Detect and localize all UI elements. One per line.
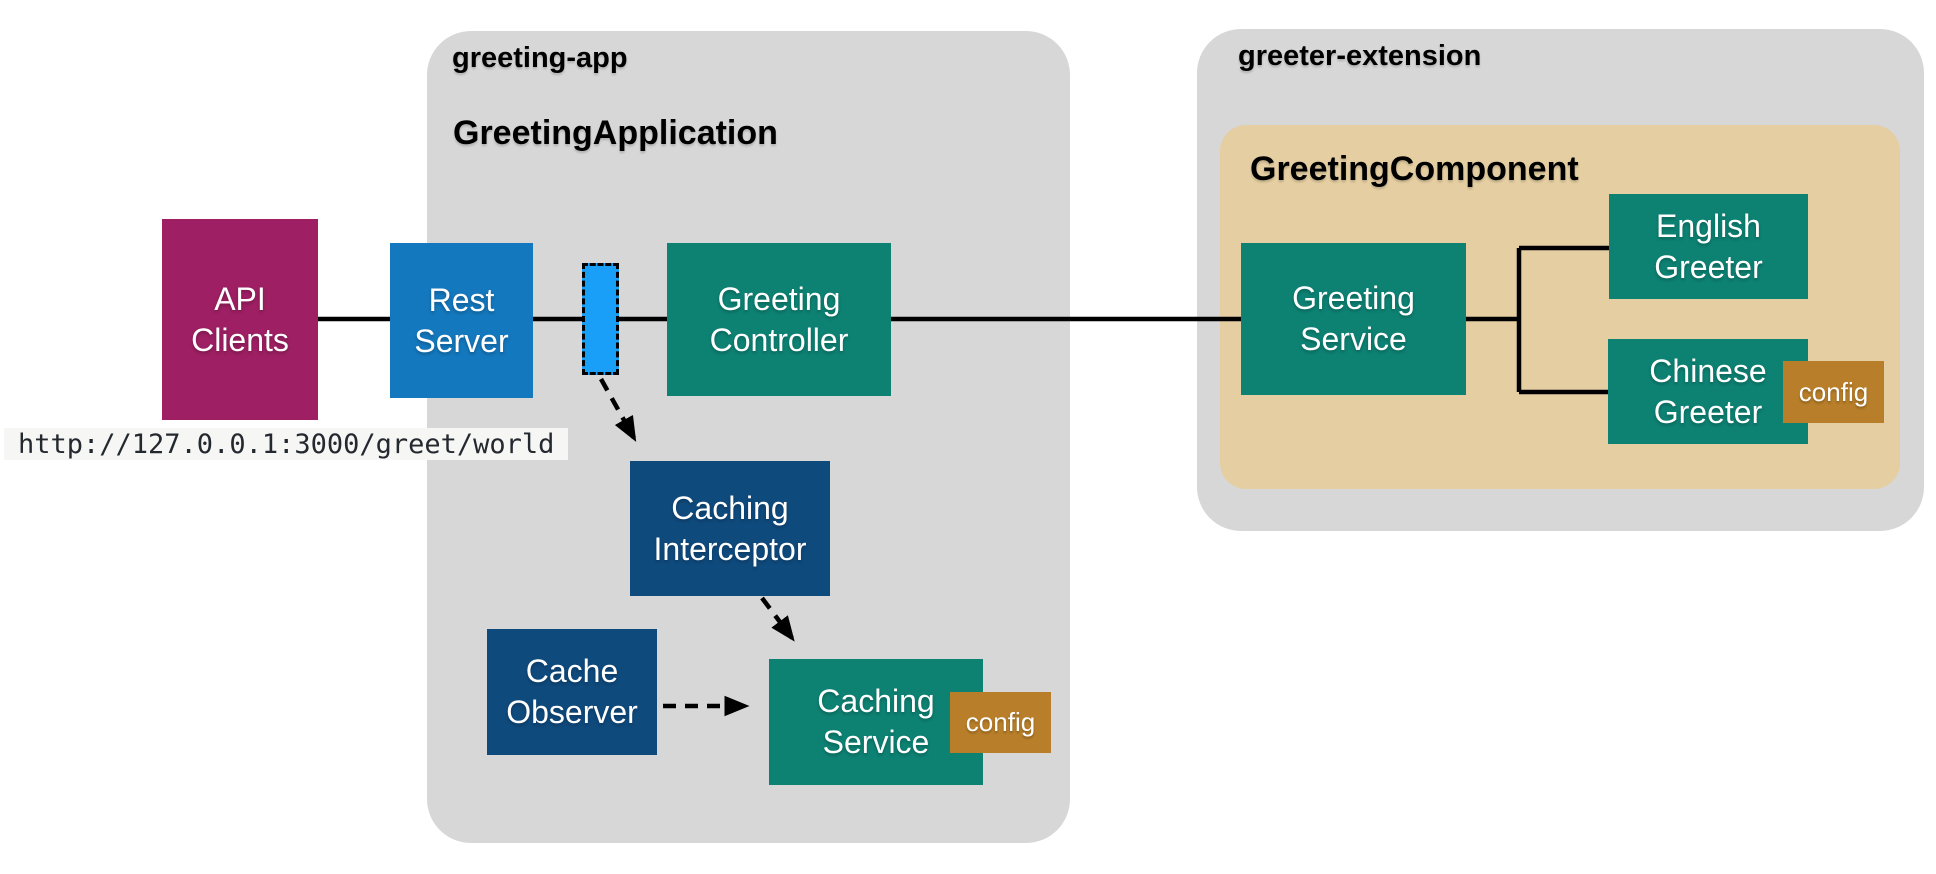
caching-interceptor-label: Caching Interceptor: [653, 489, 807, 567]
node-greeting-service: Greeting Service: [1241, 243, 1466, 395]
node-greeting-controller: Greeting Controller: [667, 243, 891, 396]
greeting-controller-label: Greeting Controller: [709, 280, 849, 358]
request-url-chip: http://127.0.0.1:3000/greet/world: [4, 428, 569, 460]
greeting-service-label: Greeting Service: [1292, 280, 1415, 357]
node-cache-observer: Cache Observer: [487, 629, 657, 755]
node-english-greeter: English Greeter: [1609, 194, 1808, 299]
caching-service-config-badge: config: [950, 692, 1051, 753]
caching-service-label: Caching Service: [817, 683, 935, 760]
caching-service-config-badge-label: config: [965, 707, 1036, 737]
greeting-app-package-label: greeting-app: [452, 42, 628, 74]
greeting-application-title: GreetingApplication: [453, 114, 778, 152]
node-caching-service: Caching Service: [769, 659, 983, 785]
node-chinese-greeter: Chinese Greeter: [1608, 339, 1808, 444]
english-greeter-label: English Greeter: [1654, 207, 1763, 285]
cache-observer-label: Cache Observer: [506, 653, 638, 730]
rest-server-label: Rest Server: [414, 281, 509, 359]
node-caching-interceptor: Caching Interceptor: [630, 461, 830, 596]
greeting-component-title: GreetingComponent: [1250, 150, 1579, 188]
greeter-extension-package-label: greeter-extension: [1238, 40, 1482, 72]
node-api-clients: API Clients: [162, 219, 318, 420]
chinese-greeter-config-badge: config: [1783, 361, 1884, 423]
request-url-label: http://127.0.0.1:3000/greet/world: [18, 428, 555, 460]
api-clients-label: API Clients: [191, 280, 289, 358]
request-interceptor-marker: [582, 263, 619, 375]
chinese-greeter-config-badge-label: config: [1798, 376, 1869, 407]
chinese-greeter-label: Chinese Greeter: [1649, 352, 1767, 430]
node-rest-server: Rest Server: [390, 243, 533, 398]
